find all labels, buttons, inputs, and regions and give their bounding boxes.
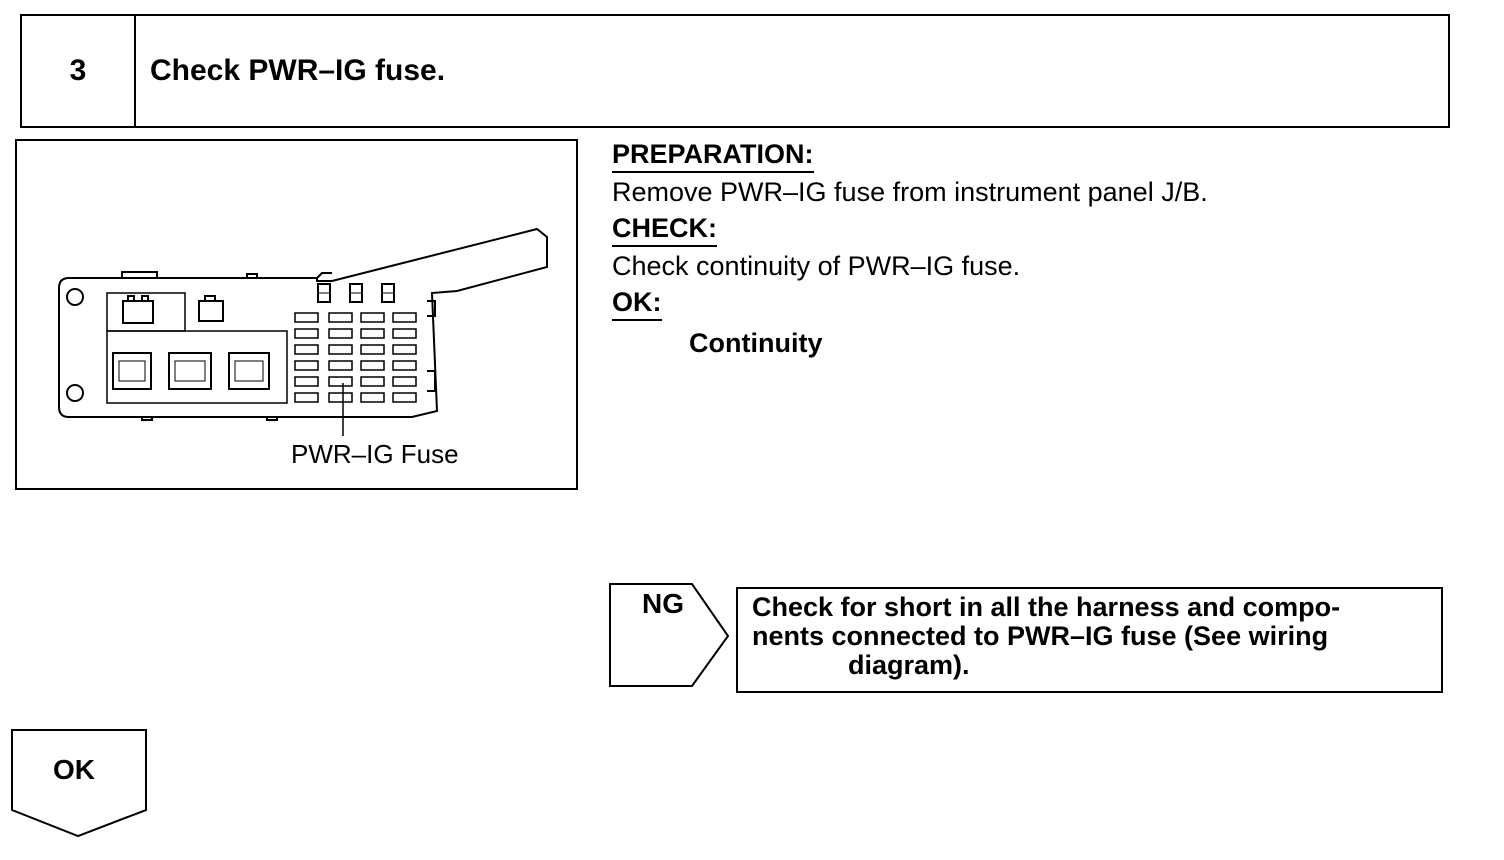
step-title: Check PWR–IG fuse. — [150, 54, 446, 87]
preparation-heading: PREPARATION: — [612, 137, 814, 173]
ok-spec-text: Continuity — [689, 328, 823, 358]
ok-arrow-shape — [11, 729, 147, 838]
jb-outline — [58, 227, 548, 418]
ok-label: OK — [53, 754, 95, 785]
preparation-text: Remove PWR–IG fuse from instrument panel… — [612, 177, 1208, 207]
ng-action-line: diagram). — [848, 650, 970, 680]
junction-block-drawing — [58, 227, 548, 436]
check-text: Check continuity of PWR–IG fuse. — [612, 251, 1021, 281]
ng-action-line: Check for short in all the harness and c… — [752, 592, 1341, 622]
check-heading: CHECK: — [612, 211, 717, 247]
step-number: 3 — [22, 16, 136, 126]
ng-action-box: Check for short in all the harness and c… — [736, 587, 1443, 693]
ng-arrow-shape — [609, 583, 730, 687]
fuse-callout-label: PWR–IG Fuse — [291, 439, 459, 469]
ng-branch-arrow: NG — [608, 582, 734, 695]
ng-label: NG — [642, 588, 684, 619]
ok-branch-arrow: OK — [10, 728, 150, 845]
procedure-section: PREPARATION: Remove PWR–IG fuse from ins… — [612, 137, 1432, 365]
junction-block-figure: PWR–IG Fuse — [15, 139, 578, 490]
ng-action-line: nents connected to PWR–IG fuse (See wiri… — [752, 621, 1329, 651]
fuse-grid — [294, 312, 417, 403]
step-header: 3 Check PWR–IG fuse. — [20, 14, 1450, 128]
ok-heading: OK: — [612, 285, 662, 321]
